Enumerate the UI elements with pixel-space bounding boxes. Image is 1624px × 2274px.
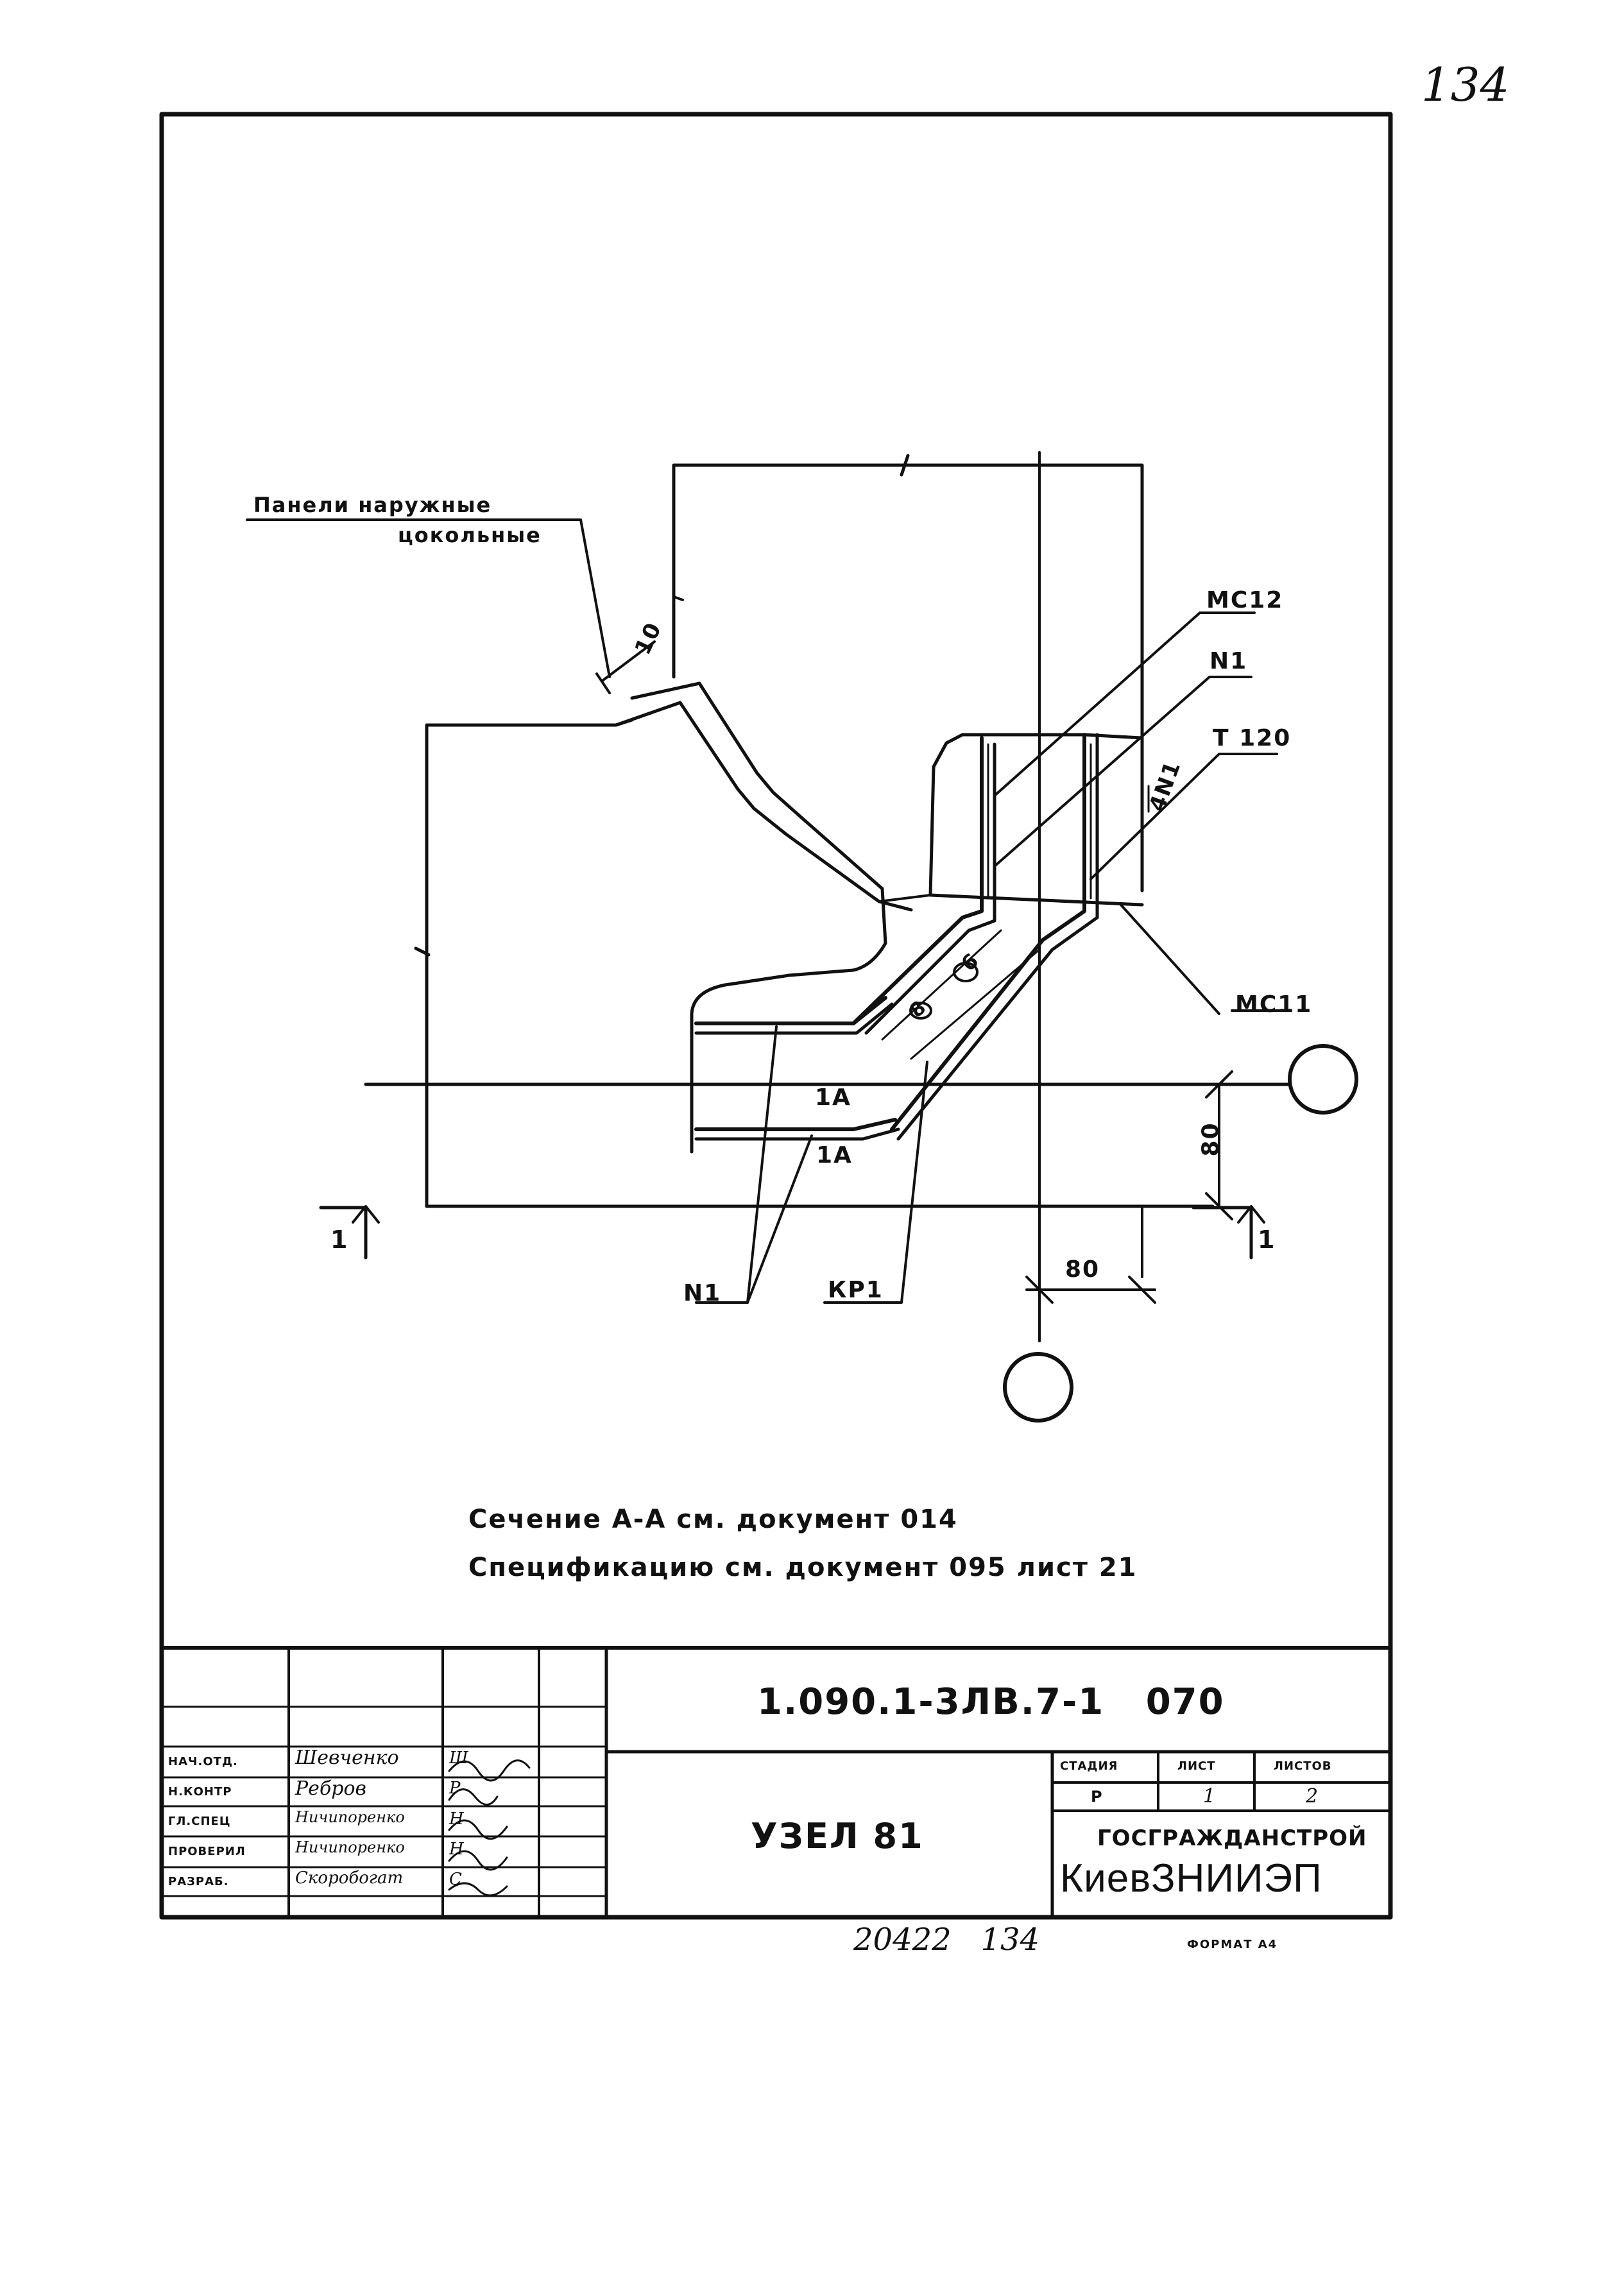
role-head-of-dept: НАЧ.ОТД. xyxy=(168,1755,238,1768)
label-kp1: КР1 xyxy=(828,1277,884,1303)
name-developer: Скоробогат xyxy=(295,1868,404,1888)
label-mc12: МС12 xyxy=(1206,587,1284,613)
page-number: 134 xyxy=(1421,58,1510,112)
sign-chief-specialist: Н xyxy=(449,1809,464,1829)
sheets-value: 2 xyxy=(1306,1785,1319,1808)
plate-lower xyxy=(694,1118,897,1131)
label-t120: Т 120 xyxy=(1213,725,1292,751)
axis-bubble-right xyxy=(1288,1044,1358,1115)
role-developer: РАЗРАБ. xyxy=(168,1875,229,1888)
label-n1-top: N1 xyxy=(1209,648,1248,674)
stage-value: Р xyxy=(1091,1788,1103,1806)
stage-label: СТАДИЯ xyxy=(1060,1759,1118,1773)
inventory-number: 20422 134 xyxy=(853,1922,1040,1958)
label-section-right: 1 xyxy=(1258,1226,1276,1254)
leader-n1-top xyxy=(993,676,1252,868)
corbel xyxy=(690,887,887,1154)
plinth-panel xyxy=(425,718,634,1208)
upper-wall-panel xyxy=(672,463,1144,893)
label-1a-upper: 1А xyxy=(815,1084,851,1111)
sign-head-of-dept: Ш xyxy=(449,1748,468,1768)
drawing-title: УЗЕЛ 81 xyxy=(751,1816,924,1856)
name-chief-specialist: Ничипоренко xyxy=(295,1808,405,1826)
leader-t120 xyxy=(1090,753,1278,880)
sheet-value: 1 xyxy=(1203,1785,1216,1808)
sign-developer: С xyxy=(449,1870,462,1889)
sign-norm-control: Р xyxy=(449,1779,461,1798)
sheet-frame xyxy=(159,112,1393,1920)
note-section: Сечение А-А см. документ 014 xyxy=(468,1505,958,1534)
leader-mc12 xyxy=(993,611,1256,797)
role-chief-specialist: ГЛ.СПЕЦ xyxy=(168,1815,231,1828)
document-code: 1.090.1-3ЛВ.7-1 070 xyxy=(757,1681,1225,1723)
format-label: ФОРМАТ А4 xyxy=(1187,1938,1278,1951)
leader-panels xyxy=(246,518,611,678)
org-line1: ГОСГРАЖДАНСТРОЙ xyxy=(1097,1825,1367,1851)
label-mc11: МС11 xyxy=(1235,991,1313,1018)
label-panels-line2: цокольные xyxy=(398,523,542,547)
name-checked: Ничипоренко xyxy=(295,1838,405,1856)
role-norm-control: Н.КОНТР xyxy=(168,1785,232,1799)
label-panels-line1: Панели наружные xyxy=(253,493,492,517)
name-head-of-dept: Шевченко xyxy=(295,1747,399,1769)
leader-kp1 xyxy=(823,1061,928,1304)
label-dim-80-vertical: 80 xyxy=(1197,1122,1224,1157)
name-norm-control: Ребров xyxy=(295,1777,366,1800)
label-section-left: 1 xyxy=(330,1226,349,1254)
sheet-label: ЛИСТ xyxy=(1177,1759,1216,1773)
label-dim-80-horizontal: 80 xyxy=(1065,1256,1100,1283)
diagonal-joint xyxy=(614,701,913,912)
bent-bar xyxy=(851,736,984,1025)
label-1a-lower: 1А xyxy=(816,1142,853,1168)
label-n1-bottom: N1 xyxy=(683,1280,722,1306)
axis-bubble-bottom xyxy=(1003,1352,1073,1423)
sign-checked: Н xyxy=(449,1840,464,1859)
org-line2: КиевЗНИИЭП xyxy=(1060,1856,1322,1901)
panel-shoe xyxy=(944,733,1144,745)
sheets-label: ЛИСТОВ xyxy=(1274,1759,1332,1773)
note-specification: Спецификацию см. документ 095 лист 21 xyxy=(468,1553,1138,1582)
role-checked: ПРОВЕРИЛ xyxy=(168,1845,246,1858)
